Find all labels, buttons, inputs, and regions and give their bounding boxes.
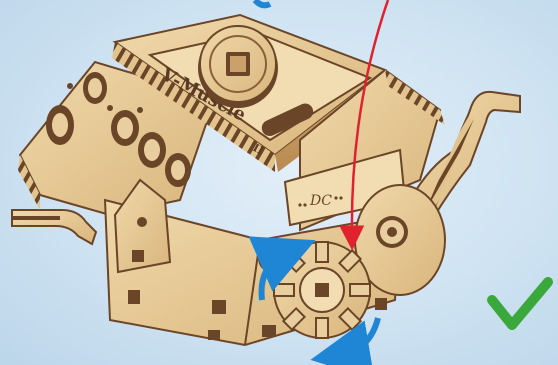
top-arrow-fragment bbox=[255, 0, 270, 5]
engraving-logo-text: DC bbox=[309, 193, 332, 209]
top-gear bbox=[198, 26, 278, 108]
left-exhaust-pipe bbox=[12, 210, 96, 244]
checkmark-icon bbox=[492, 282, 548, 325]
